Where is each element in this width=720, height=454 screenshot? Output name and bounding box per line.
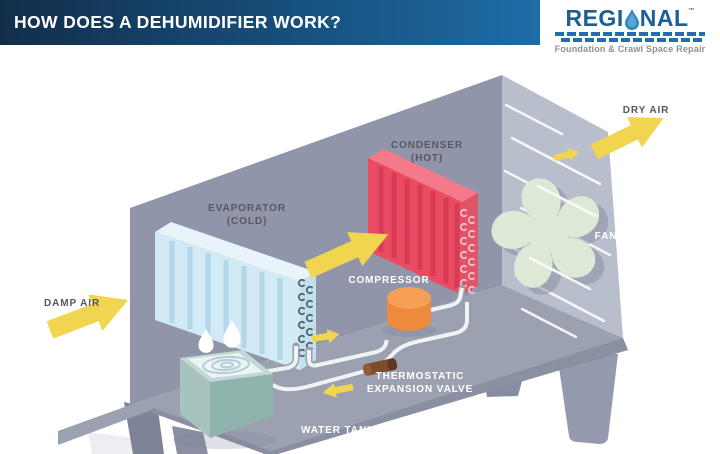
brand-text-suffix: NAL [639,5,689,31]
condenser-label-2: (HOT) [411,153,443,164]
condenser [368,149,478,295]
tank-front-left [180,358,210,438]
damp-air-label: DAMP AIR [44,298,100,309]
fan-blades [488,175,607,294]
expansion-valve [362,358,398,376]
compressor-top [387,287,431,309]
condenser-side [462,193,478,295]
brand-text-prefix: REGI [565,5,624,31]
page-title: HOW DOES A DEHUMIDIFIER WORK? [14,12,342,32]
tank-front-right [210,374,273,438]
air-streaks-over-fan [528,184,598,291]
evaporator-top [155,222,316,282]
evaporator-fins [169,241,283,360]
header-bar: HOW DOES A DEHUMIDIFIER WORK? [0,0,540,45]
water-tank [173,320,277,449]
valve-label-1: THERMOSTATIC [376,371,465,382]
dehumidifier-diagram: DAMP AIR EVAPORATOR (COLD) CONDENSER (HO… [42,75,672,454]
compressor-label: COMPRESSOR [348,275,429,286]
damp-air-arrow [42,281,136,349]
condenser-fins [378,167,460,288]
evaporator-label-1: EVAPORATOR [208,203,286,214]
condenser-label-1: CONDENSER [391,140,463,151]
water-ripples [202,355,250,375]
diagram-labels: DAMP AIR EVAPORATOR (COLD) CONDENSER (HO… [44,105,670,436]
tank-shadow [173,431,277,449]
dry-air-label: DRY AIR [623,105,670,116]
valve-label-2: EXPANSION VALVE [367,384,473,395]
water-drop-icon [624,9,639,30]
refrigerant-pipes [248,284,471,393]
evaporator [155,222,316,370]
brick-pattern [555,32,705,42]
water-tank-label: WATER TANK [301,425,375,436]
fan-hub [528,214,568,254]
brand-logo: REGI NAL ™ Foundation & Crawl Space Repa… [540,0,720,62]
fan-label: FAN [595,231,618,242]
leg-front-right [557,354,618,444]
fan [488,175,616,301]
evaporator-label-2: (COLD) [227,216,267,227]
condenser-top [368,149,478,202]
trademark-symbol: ™ [688,8,695,14]
cabinet-floor-edge [262,338,628,454]
leg-mid-left [172,426,208,454]
brand-tagline: Foundation & Crawl Space Repair [554,44,706,54]
compressor [382,287,436,337]
brand-name: REGI NAL ™ [540,7,720,30]
